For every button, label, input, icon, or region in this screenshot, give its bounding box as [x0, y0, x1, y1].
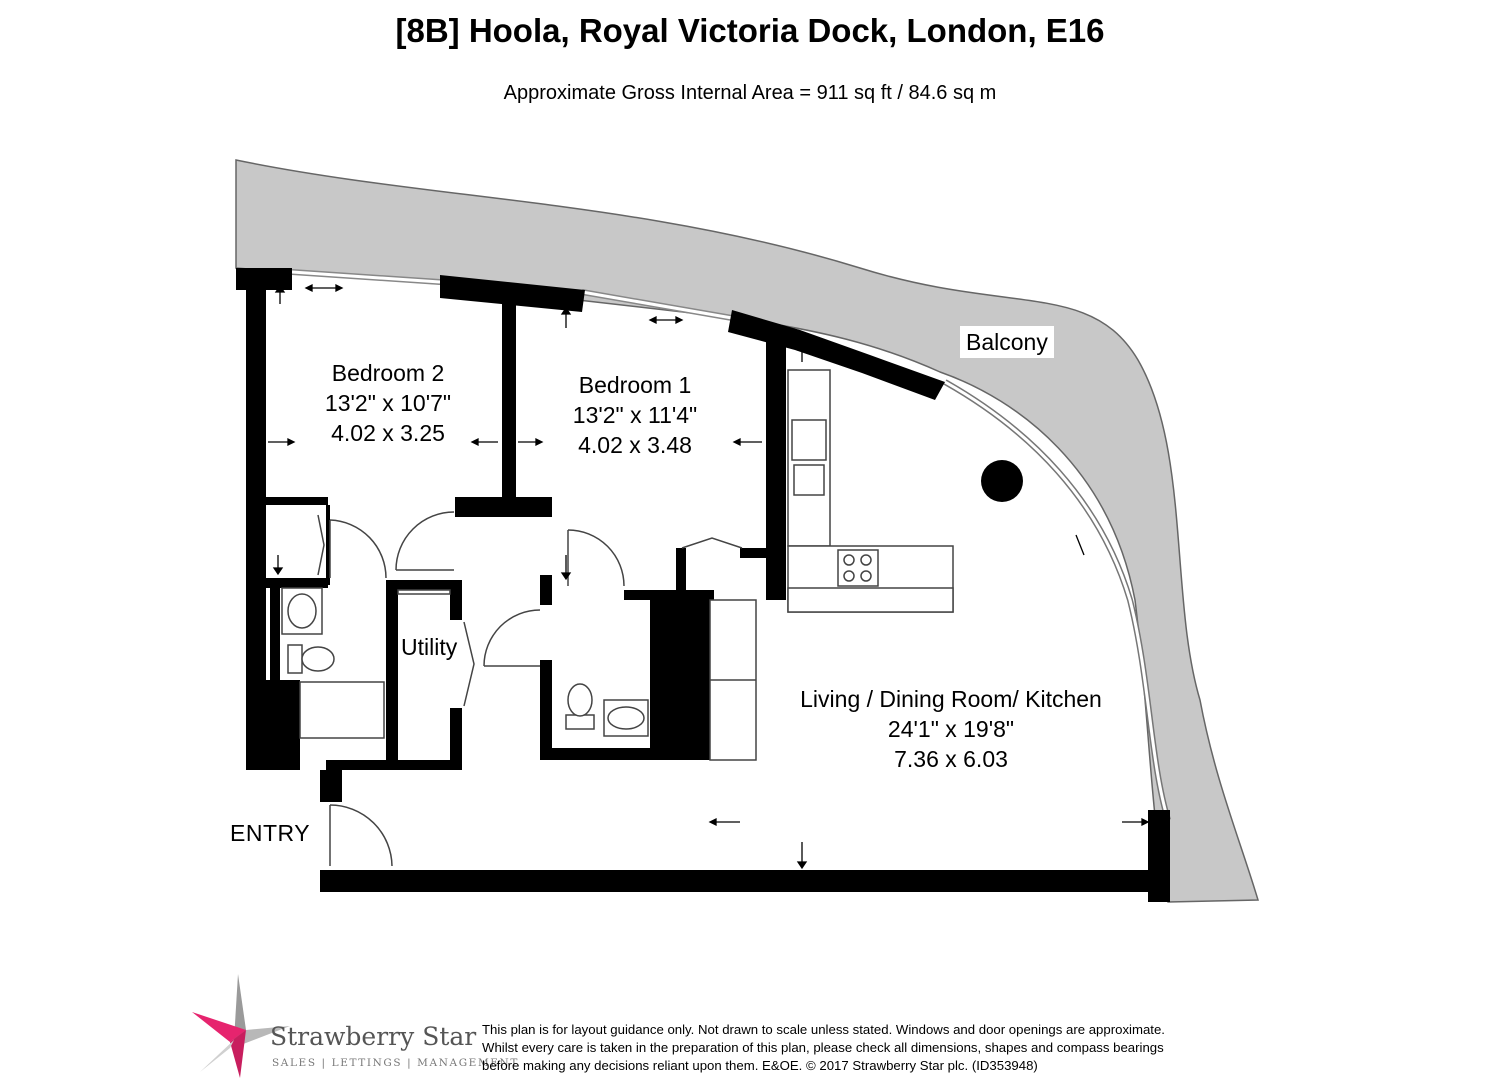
- entry-label: ENTRY: [230, 820, 311, 846]
- room-dim-metric: 7.36 x 6.03: [894, 746, 1008, 772]
- disclaimer-line: before making any decisions reliant upon…: [482, 1058, 1038, 1073]
- room-dim-imperial: 13'2" x 10'7": [324, 390, 452, 416]
- disclaimer-line: This plan is for layout guidance only. N…: [482, 1022, 1165, 1037]
- room-dim-imperial: 24'1" x 19'8": [887, 716, 1015, 742]
- brand-name: Strawberry Star: [270, 1022, 477, 1051]
- area-subtitle: Approximate Gross Internal Area = 911 sq…: [503, 82, 997, 104]
- strawberry-star-logo-icon: [192, 974, 290, 1078]
- room-bedroom-2: Bedroom 2 13'2" x 10'7" 4.02 x 3.25: [298, 358, 478, 448]
- balcony-area: [235, 159, 1260, 903]
- room-dim-metric: 4.02 x 3.25: [331, 420, 445, 446]
- disclaimer: This plan is for layout guidance only. N…: [482, 1021, 1242, 1075]
- room-dim-imperial: 13'2" x 11'4": [572, 402, 698, 428]
- brand-tagline: SALES | LETTINGS | MANAGEMENT: [272, 1057, 519, 1069]
- room-name: Bedroom 2: [331, 360, 445, 386]
- room-dim-metric: 4.02 x 3.48: [578, 432, 692, 458]
- room-bedroom-1: Bedroom 1 13'2" x 11'4" 4.02 x 3.48: [545, 370, 725, 460]
- room-living: Living / Dining Room/ Kitchen 24'1" x 19…: [776, 684, 1126, 774]
- room-balcony: Balcony: [960, 326, 1054, 358]
- disclaimer-line: Whilst every care is taken in the prepar…: [482, 1040, 1164, 1055]
- room-utility: Utility: [401, 634, 458, 660]
- room-name: Bedroom 1: [578, 372, 692, 398]
- room-name: Living / Dining Room/ Kitchen: [800, 686, 1102, 712]
- page-title: [8B] Hoola, Royal Victoria Dock, London,…: [395, 12, 1105, 49]
